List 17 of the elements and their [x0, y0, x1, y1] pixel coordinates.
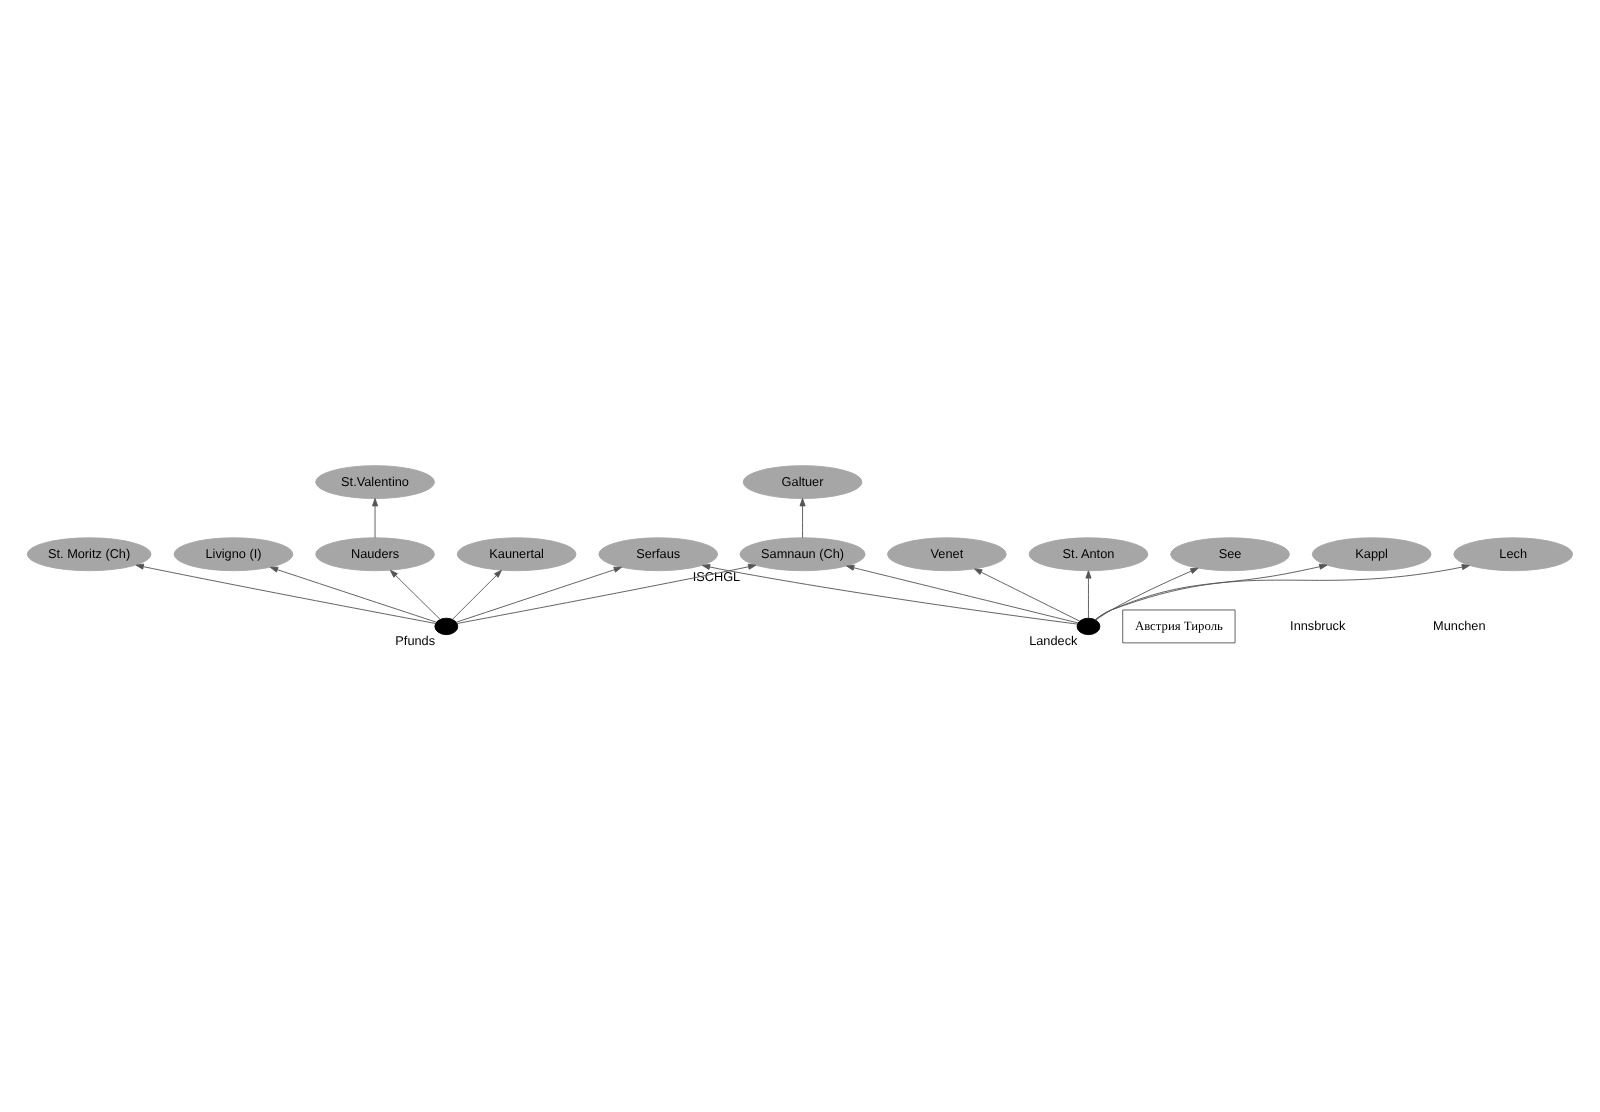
- node-ellipse: [1076, 616, 1101, 635]
- arrow: [135, 562, 436, 623]
- arrow: [456, 562, 757, 623]
- arrow: [452, 568, 502, 619]
- arrow: [269, 565, 437, 622]
- arrow: [974, 567, 1081, 621]
- node-ellipse: [434, 616, 459, 635]
- arrow: [1095, 562, 1328, 619]
- arrow: [1094, 563, 1470, 620]
- arrow: [846, 563, 1079, 623]
- arrow: [799, 497, 806, 538]
- arrow: [1095, 566, 1199, 620]
- arrow: [1085, 569, 1092, 618]
- arrow: [701, 562, 1078, 624]
- arrow: [389, 568, 441, 619]
- arrow: [372, 497, 379, 538]
- arrow: [455, 565, 622, 622]
